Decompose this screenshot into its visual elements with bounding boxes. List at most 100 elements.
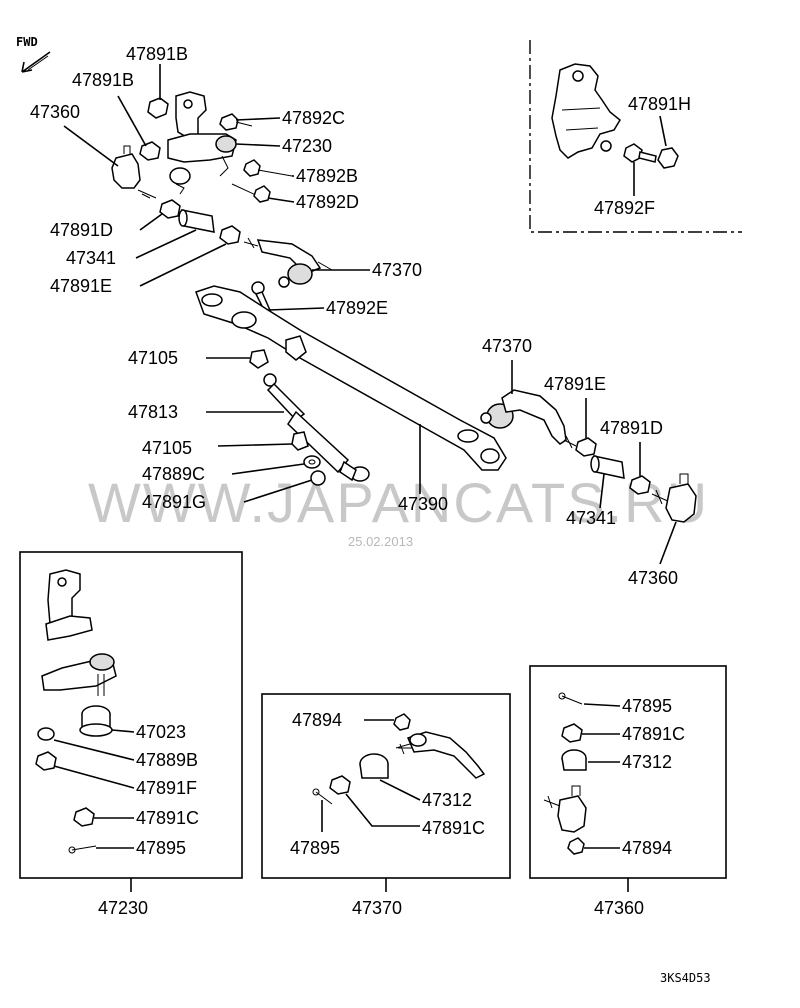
idler-arm-drawing [167,91,237,195]
label-47892B: 47892B [296,166,358,186]
label-47892D: 47892D [296,192,359,212]
leader-47892E [267,307,325,311]
boot-47312-b-drawing [561,749,587,771]
idler-bracket-detail-drawing [45,569,93,641]
date-stamp: 25.02.2013 [348,534,413,549]
leader-47891G [243,479,313,503]
nut-47891D-right-drawing [629,475,651,495]
box47360-item-2: 47312 [622,752,672,772]
box47360-title: 47360 [594,898,644,918]
label-47813: 47813 [128,402,178,422]
leader-47105-b [217,443,293,447]
leader-47360-right [659,521,677,565]
tie-rod-end-right-outer-drawing [651,473,697,523]
label-47889C: 47889C [142,464,205,484]
tie-rod-end-upper-drawing [243,237,333,288]
nut-47891D-left-drawing [159,199,181,219]
box47370-item-0: 47894 [292,710,342,730]
leader-47889B [53,739,135,761]
box47230-item-1: 47889B [136,750,198,770]
leader-47341-left [135,229,197,259]
label-47370-top: 47370 [372,260,422,280]
bushing-47105-b-drawing [291,431,309,451]
nut-47891C-c-drawing [561,723,583,743]
bolt-47892D-drawing [231,183,271,203]
leader-47891C-b [345,793,420,827]
label-47891B-b: 47891B [72,70,134,90]
nut-47891B-b-drawing [139,141,161,161]
nut-47891C-a-drawing [73,807,95,827]
nut-47891H-drawing [657,147,679,169]
label-47891G: 47891G [142,492,206,512]
leader-47895-c [583,703,621,707]
diagram-code: 3KS4D53 [660,971,711,985]
box47230-title: 47230 [98,898,148,918]
leader-47891B-b [117,95,147,147]
idler-arm-detail-drawing [41,653,117,696]
label-47892E: 47892E [326,298,388,318]
nut-47891B-a-drawing [147,97,169,119]
box47230-item-4: 47895 [136,838,186,858]
label-47891D-left: 47891D [50,220,113,240]
bolt-47894-a-drawing [393,713,411,731]
fwd-arrow-icon: FWD [16,35,51,73]
label-47105-a: 47105 [128,348,178,368]
boot-47312-a-drawing [359,753,389,779]
leader-47892D [267,197,295,203]
label-47390: 47390 [398,494,448,514]
box47360-item-0: 47895 [622,696,672,716]
box47230-item-3: 47891C [136,808,199,828]
box47370-item-2: 47895 [290,838,340,858]
nut-47891E-right-drawing [575,437,597,457]
nut-47891F-drawing [35,751,57,771]
leader-47889C [231,463,305,475]
label-47360-top: 47360 [30,102,80,122]
box47230-item-2: 47891F [136,778,197,798]
nut-47891C-b-drawing [329,775,351,795]
leader-47023 [111,729,135,733]
sleeve-47341-left-drawing [178,209,215,233]
label-47891E-right: 47891E [544,374,606,394]
box47370-item-3: 47891C [422,818,485,838]
bracket-drawing [551,63,621,159]
label-47341-right: 47341 [566,508,616,528]
washer-47889C-drawing [303,455,321,469]
label-47892C: 47892C [282,108,345,128]
inset-frame [529,40,742,233]
nut-47891G-drawing [310,470,326,486]
bushing-47105-a-drawing [249,349,269,369]
pin-47895-c-drawing [558,692,583,705]
label-47105-b: 47105 [142,438,192,458]
bolt-47892B-drawing [243,159,293,177]
damper-drawing [263,373,370,482]
bolt-47892C-drawing [219,113,253,131]
label-47891B-a: 47891B [126,44,188,64]
leader-47312-a [379,779,421,801]
label-47230: 47230 [282,136,332,156]
tie-rod-end-detail-drawing [395,731,486,779]
box47370-title: 47370 [352,898,402,918]
sleeve-47341-right-drawing [590,455,625,479]
leader-47360-top [63,125,119,167]
leader-47891E-left [139,243,227,287]
bolt-47894-b-drawing [567,837,585,855]
fwd-label: FWD [16,35,38,49]
leader-47341-right [599,473,605,509]
leader-47230 [235,143,281,147]
pin-47895-b-drawing [312,788,333,805]
box47230-item-0: 47023 [136,722,186,742]
label-47341-left: 47341 [66,248,116,268]
leader-47892C [235,117,281,121]
bolt-47892F-drawing [623,143,657,163]
relay-rod-drawing [195,285,507,471]
label-47370-right: 47370 [482,336,532,356]
label-47360-right: 47360 [628,568,678,588]
bushing-47023-drawing [79,705,113,737]
box47360-item-1: 47891C [622,724,685,744]
leader-47891H [659,115,667,147]
tie-rod-end-detail-b-drawing [543,785,587,833]
label-47891D-right: 47891D [600,418,663,438]
washer-47889B-drawing [37,727,55,741]
